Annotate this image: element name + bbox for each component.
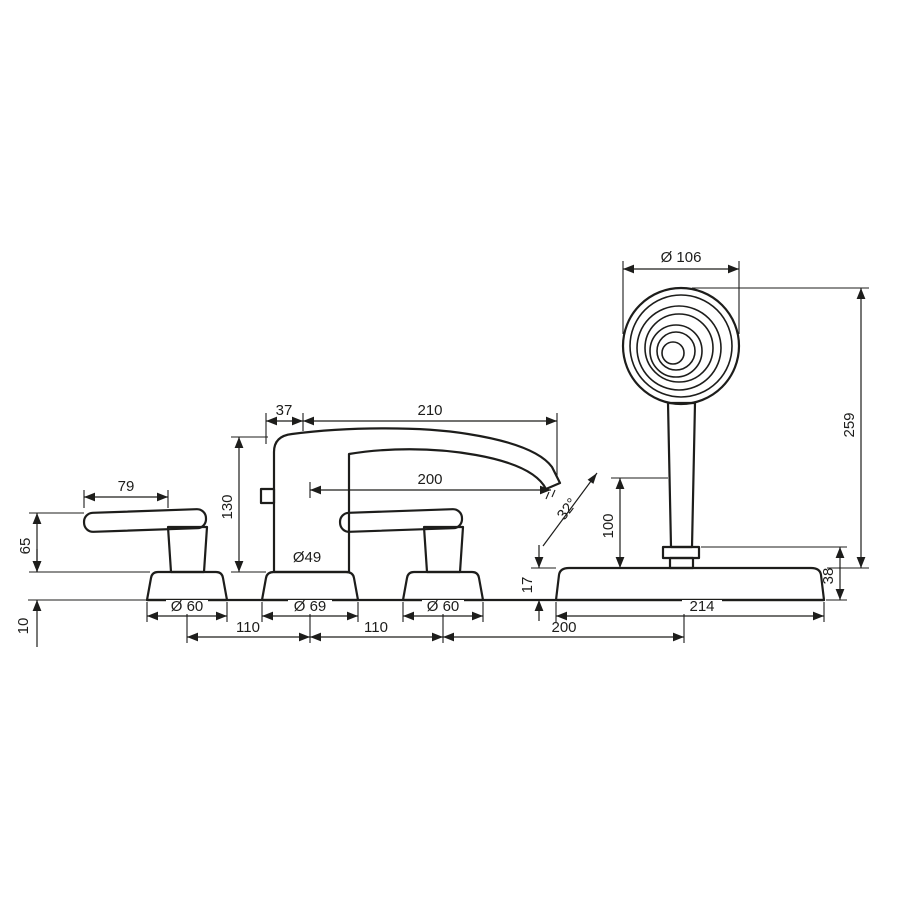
dim-spout-height bbox=[231, 436, 268, 573]
dim-label-spout-base-dia: Ø 69 bbox=[294, 598, 327, 615]
dim-label-base-dia-left: Ø 60 bbox=[171, 598, 204, 615]
dim-spout-offsets bbox=[265, 413, 558, 477]
dim-handle-height bbox=[28, 512, 150, 601]
label-mask bbox=[288, 600, 332, 614]
dim-spout-reach bbox=[309, 482, 551, 498]
shower-head-ring bbox=[656, 331, 696, 371]
label-mask bbox=[166, 600, 208, 614]
dim-label-overall-height: 259 bbox=[841, 412, 858, 437]
dim-plate-rim-height bbox=[531, 545, 556, 621]
left-handle-pivot bbox=[166, 525, 209, 574]
shower-head-ring bbox=[636, 305, 722, 391]
dim-label-base-dia-right: Ø 60 bbox=[427, 598, 460, 615]
right-handle-pivot bbox=[422, 525, 465, 574]
dim-label-head-diameter: Ø 106 bbox=[661, 249, 702, 266]
shower-head-ring bbox=[644, 313, 714, 383]
dim-label-spout-back-offset: 37 bbox=[276, 402, 293, 419]
dim-label-spout-column-dia: Ø49 bbox=[293, 549, 321, 566]
shower-head-ring bbox=[629, 294, 733, 398]
dim-holder-height bbox=[611, 477, 668, 568]
shower-head-ring bbox=[649, 324, 703, 378]
dim-handle-length bbox=[83, 490, 169, 508]
angle-line bbox=[542, 472, 598, 547]
dim-label-handle-base-height: 10 bbox=[15, 618, 32, 635]
shower-head-nozzle bbox=[661, 341, 685, 365]
dim-label-holder-height: 100 bbox=[600, 513, 617, 538]
label-mask bbox=[422, 600, 464, 614]
left-handle-lever bbox=[82, 508, 208, 533]
dim-label-handle-length: 79 bbox=[118, 478, 135, 495]
label-mask bbox=[285, 550, 329, 565]
spout-escutcheon bbox=[260, 570, 360, 602]
holder-nut bbox=[661, 545, 701, 560]
dim-label-spacing-left: 110 bbox=[236, 619, 260, 636]
label-mask bbox=[682, 600, 722, 614]
dim-label-spout-reach: 200 bbox=[417, 471, 442, 488]
holder-stem bbox=[668, 556, 695, 570]
dim-label-top-reach: 210 bbox=[417, 402, 442, 419]
dim-overall-height bbox=[692, 287, 869, 569]
hand-shower bbox=[554, 286, 826, 602]
right-handle-lever bbox=[338, 508, 464, 533]
dim-plate-height bbox=[701, 546, 847, 601]
dim-label-plate-width: 214 bbox=[689, 598, 714, 615]
spout-body bbox=[272, 427, 562, 574]
dim-head-diameter bbox=[622, 261, 740, 334]
water-outlet-lines bbox=[545, 489, 556, 500]
dim-label-plate-height: 38 bbox=[820, 568, 837, 585]
shower-handle-shaft bbox=[666, 401, 697, 549]
left-handle-escutcheon bbox=[145, 570, 229, 602]
dim-label-spout-height: 130 bbox=[219, 494, 236, 519]
dim-label-plate-rim-height: 17 bbox=[519, 577, 536, 594]
angle-arrowhead bbox=[587, 473, 597, 484]
right-handle-escutcheon bbox=[401, 570, 485, 602]
shower-base-plate bbox=[554, 566, 826, 602]
spout bbox=[259, 427, 562, 602]
dim-label-spacing-right: 200 bbox=[551, 619, 576, 636]
dim-label-handle-height: 65 bbox=[17, 538, 34, 555]
dim-spout-angle bbox=[542, 472, 598, 547]
spout-back-tab bbox=[259, 487, 276, 505]
left-handle bbox=[82, 508, 229, 602]
dim-label-spacing-middle: 110 bbox=[364, 619, 388, 636]
right-handle bbox=[338, 508, 485, 602]
